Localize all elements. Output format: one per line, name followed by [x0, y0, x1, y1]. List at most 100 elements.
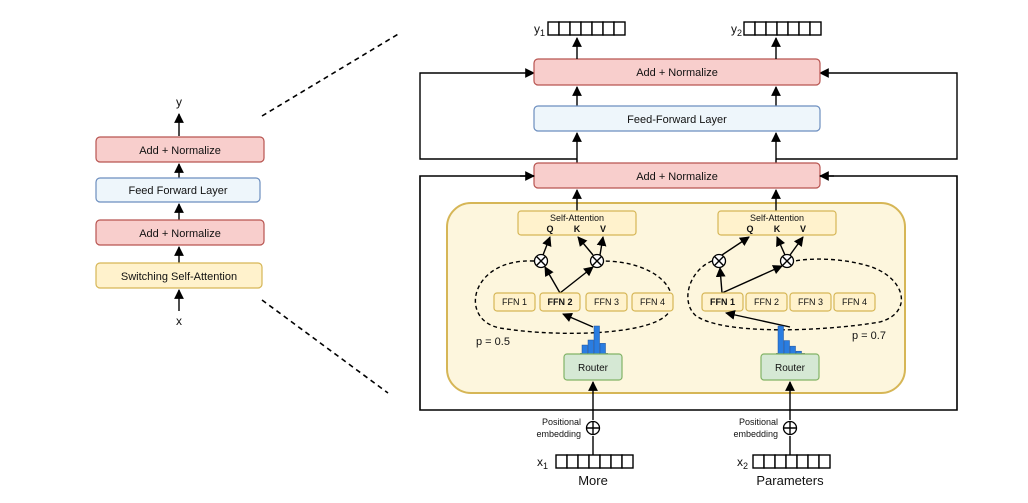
arrow-ffn-otimes-left-1	[544, 266, 561, 294]
left-add-normalize-bottom	[95, 219, 265, 246]
left-add-normalize-top	[95, 136, 265, 163]
svg-text:x2: x2	[737, 455, 748, 471]
ffn-box-2-1	[701, 292, 744, 312]
arrow-ffn-otimes-right-2	[721, 265, 783, 294]
ffn-label-2-2: FFN 2	[754, 297, 779, 307]
left-add-normalize-bottom-label: Add + Normalize	[139, 228, 221, 240]
input-word-1: More	[578, 473, 608, 488]
token-path-2: Self-Attention Q K V FFN 1 FFN 2 FFN 3 F…	[687, 210, 902, 488]
left-switching-self-attention-label: Switching Self-Attention	[121, 271, 237, 283]
zoom-line-bottom	[261, 299, 389, 394]
svg-text:x1: x1	[537, 455, 548, 471]
output-y1-vector	[547, 21, 626, 36]
ffn-box-1-4	[631, 292, 674, 312]
self-attention-block-1	[517, 210, 637, 236]
k-label-1: K	[574, 224, 581, 234]
router-bar-1-1	[581, 344, 588, 355]
router-bar-1-4	[599, 343, 606, 355]
input-x1-vector	[555, 454, 634, 469]
v-label-2: V	[800, 224, 806, 234]
token-path-1: Self-Attention Q K V FFN 1 FFN 2 FFN 3 F…	[474, 210, 674, 488]
residual-upper-right	[776, 68, 958, 160]
input-x2-cell	[752, 454, 765, 469]
ffn-label-1-2: FFN 2	[547, 297, 572, 307]
left-feed-forward-layer	[95, 177, 261, 203]
self-attention-label-2: Self-Attention	[750, 213, 804, 223]
residual-upper-left	[419, 68, 577, 160]
self-attention-block-2	[717, 210, 837, 236]
input-x1-cell	[577, 454, 590, 469]
router-bar-2-1	[777, 325, 784, 355]
left-output-label: y	[176, 95, 182, 109]
input-x2-vector	[752, 454, 831, 469]
router-bar-2-2	[783, 340, 790, 355]
dashed-loop-1	[474, 260, 673, 335]
svg-text:y2: y2	[731, 22, 742, 38]
output-y1: y1	[534, 21, 626, 38]
ffn-box-2-4	[833, 292, 876, 312]
router-label-1: Router	[578, 363, 609, 374]
output-y2-sub: 2	[737, 28, 742, 38]
output-y1-cell	[591, 21, 604, 36]
probability-label-2: p = 0.7	[852, 330, 886, 342]
output-y2-cell	[754, 21, 767, 36]
output-y1-symbol: y	[534, 22, 540, 36]
output-y1-sub: 1	[540, 28, 545, 38]
input-x1-cell	[566, 454, 579, 469]
input-x2-symbol: x	[737, 455, 743, 469]
ffn-label-2-4: FFN 4	[842, 297, 867, 307]
ffn-box-2-2	[745, 292, 788, 312]
arrow-v-2	[789, 236, 804, 256]
input-x1-cell	[599, 454, 612, 469]
output-y1-cell	[547, 21, 560, 36]
output-y1-cell	[580, 21, 593, 36]
input-x2-cell	[796, 454, 809, 469]
ffn-label-1-3: FFN 3	[594, 297, 619, 307]
left-add-normalize-top-label: Add + Normalize	[139, 145, 221, 157]
positional-embedding-label-1b: embedding	[536, 429, 581, 439]
output-y1-cell	[558, 21, 571, 36]
top-add-normalize	[533, 58, 821, 86]
multiply-icon-cross	[535, 255, 547, 267]
arrow-ffn-otimes-right-1	[559, 266, 594, 294]
arrow-q-2	[721, 236, 750, 256]
dashed-loop-2	[687, 258, 902, 331]
input-x1-cell	[621, 454, 634, 469]
v-label-1: V	[600, 224, 606, 234]
arrow-k-1	[577, 236, 594, 256]
input-x1-cell	[588, 454, 601, 469]
left-feed-forward-label: Feed Forward Layer	[128, 185, 227, 197]
output-y2-vector	[743, 21, 822, 36]
plus-icon-cross	[586, 421, 600, 435]
output-y2: y2	[731, 21, 822, 38]
input-x1-sub: 1	[543, 461, 548, 471]
router-box-2	[760, 353, 820, 381]
ffn-box-1-1	[493, 292, 536, 312]
arrow-router-ffn-2	[725, 310, 791, 328]
output-y2-cell	[765, 21, 778, 36]
self-attention-label-1: Self-Attention	[550, 213, 604, 223]
k-label-2: K	[774, 224, 781, 234]
output-y2-cell	[787, 21, 800, 36]
router-box-1	[563, 353, 623, 381]
output-y1-cell	[569, 21, 582, 36]
feed-forward-layer	[533, 105, 821, 132]
positional-embedding-label-2a: Positional	[739, 417, 778, 427]
arrow-router-ffn-1	[562, 313, 594, 328]
multiply-icon-cross	[713, 255, 725, 267]
top-add-normalize-label: Add + Normalize	[636, 67, 718, 79]
input-x2-cell	[807, 454, 820, 469]
positional-embedding-label-1a: Positional	[542, 417, 581, 427]
plus-icon-cross	[783, 421, 797, 435]
left-input-label: x	[176, 314, 182, 328]
left-overview: y Add + Normalize Feed Forward Layer Add…	[95, 95, 265, 328]
input-x1-symbol: x	[537, 455, 543, 469]
probability-label-1: p = 0.5	[476, 336, 510, 348]
ffn-label-2-1: FFN 1	[710, 297, 735, 307]
output-y1-cell	[613, 21, 626, 36]
output-y2-cell	[776, 21, 789, 36]
residual-lower-frame	[419, 175, 958, 411]
arrow-k-2	[776, 236, 786, 256]
output-y1-cell	[602, 21, 615, 36]
